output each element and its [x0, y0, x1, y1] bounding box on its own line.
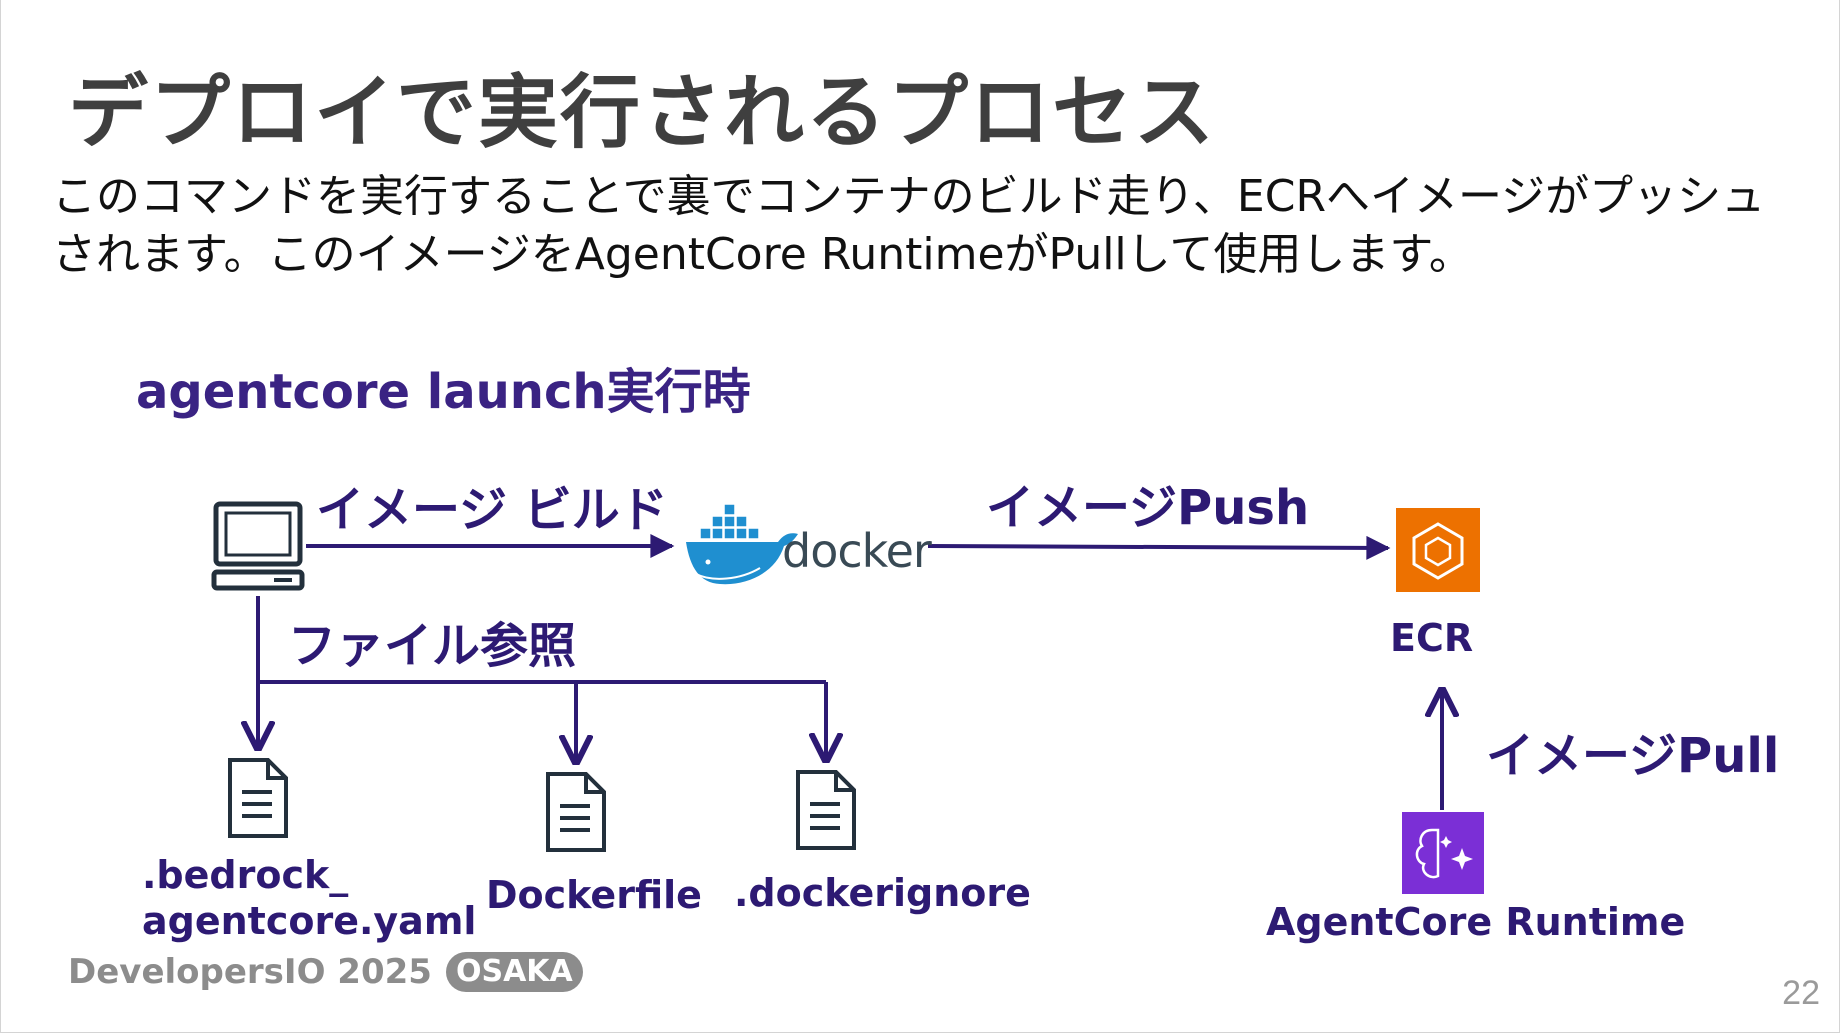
file-label-line: agentcore.yaml: [142, 899, 477, 943]
file-ref-label: ファイル参照: [288, 618, 577, 674]
document-icon: [546, 772, 606, 852]
file-label-dockerignore: .dockerignore: [734, 871, 1031, 915]
file-label-line: .bedrock_: [142, 853, 349, 897]
ecr-icon: [1396, 508, 1480, 592]
file-reference-tree: [256, 596, 826, 684]
file-label-dockerfile: Dockerfile: [486, 873, 702, 917]
footer-badge: OSAKA: [445, 952, 583, 992]
document-icon: [796, 770, 856, 850]
document-icon: [228, 758, 288, 838]
docker-whale-icon: [686, 503, 798, 585]
file-label-bedrock-yaml: .bedrock_ agentcore.yaml: [142, 852, 476, 944]
slide-body-text: このコマンドを実行することで裏でコンテナのビルド走り、ECRへイメージがプッシュ…: [52, 171, 1766, 280]
slide-title: デプロイで実行されるプロセス: [68, 66, 1216, 159]
agentcore-runtime-icon: [1402, 812, 1484, 894]
docker-wordmark: docker: [782, 524, 932, 578]
runtime-label: AgentCore Runtime: [1266, 900, 1686, 944]
pull-label: イメージPull: [1486, 728, 1780, 784]
section-heading: agentcore launch実行時: [136, 364, 751, 420]
footer-brand-text: DevelopersIO 2025: [68, 952, 432, 992]
build-label: イメージ ビルド: [316, 482, 668, 538]
push-arrow: [927, 535, 1391, 560]
page-number: 22: [1782, 974, 1820, 1012]
push-label: イメージPush: [986, 480, 1310, 536]
computer-icon: [211, 501, 305, 591]
ecr-label: ECR: [1390, 616, 1474, 660]
footer-brand: DevelopersIO 2025 OSAKA: [68, 952, 583, 992]
